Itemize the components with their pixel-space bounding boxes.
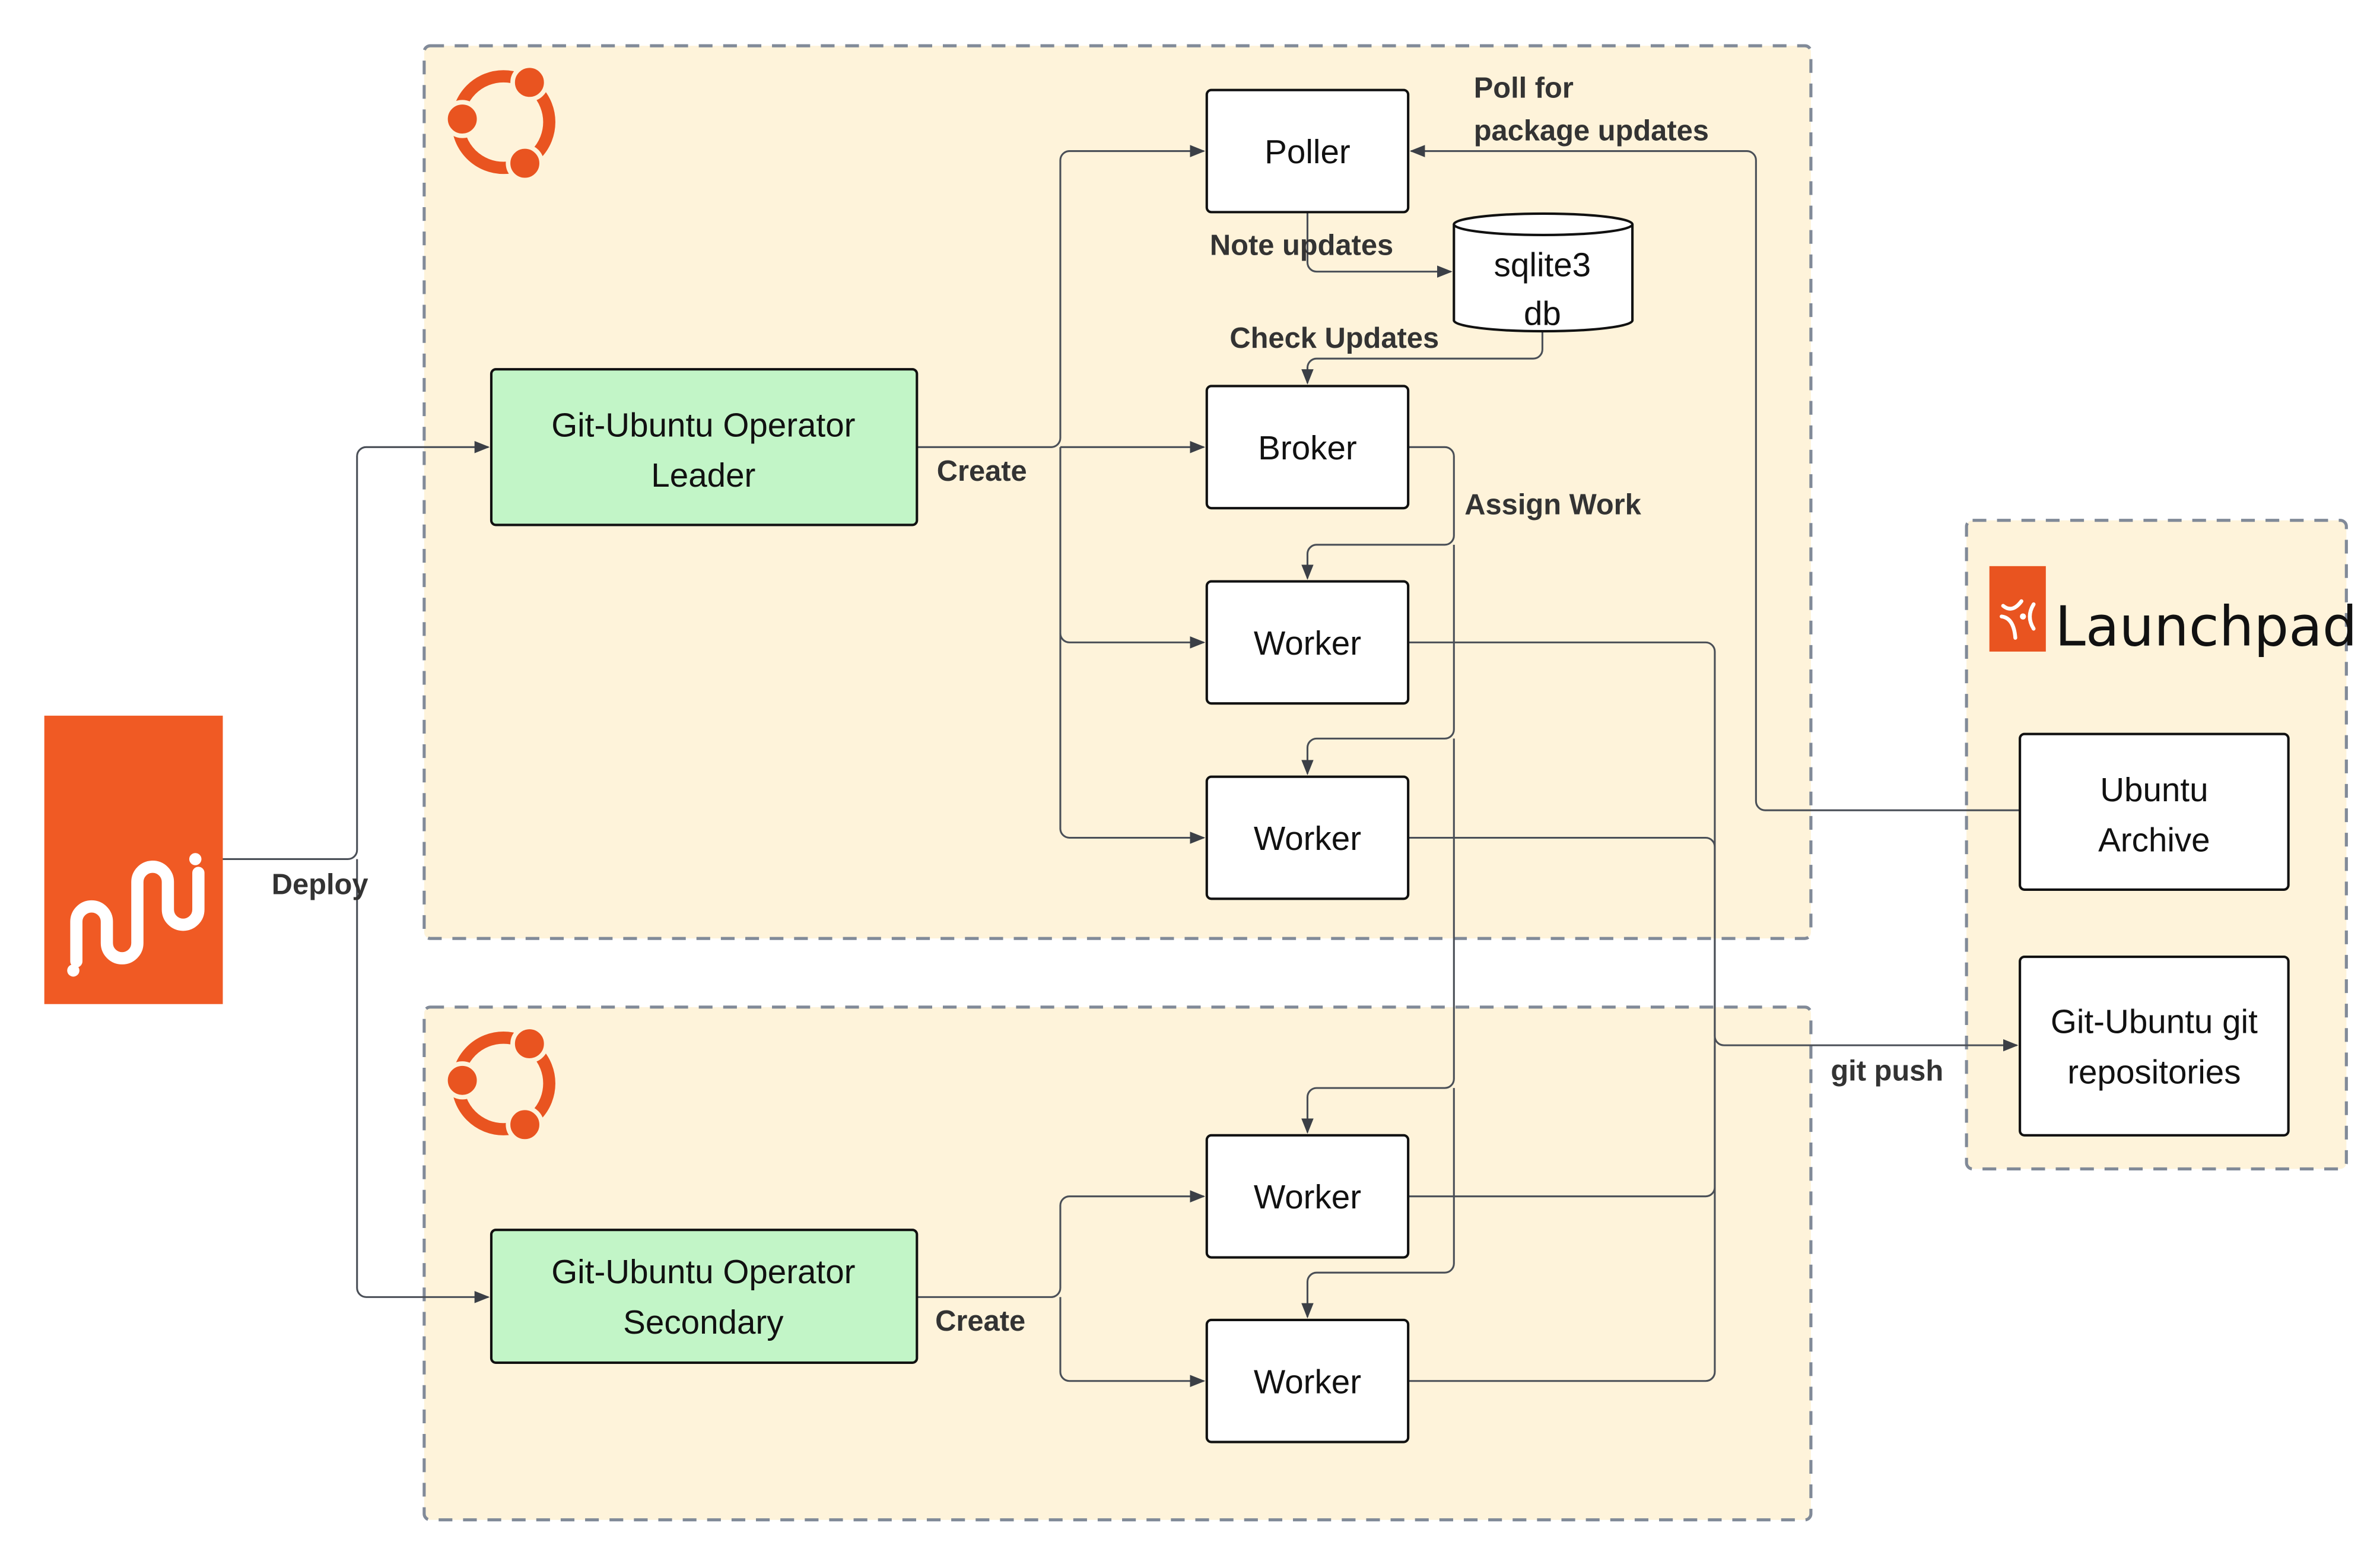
- worker-node[interactable]: Worker: [1205, 1134, 1410, 1259]
- poller-node[interactable]: Poller: [1205, 88, 1410, 214]
- poller-label: Poller: [1264, 133, 1351, 170]
- worker-label: Worker: [1254, 1363, 1361, 1400]
- archive-label-2: Archive: [2098, 821, 2210, 859]
- connectors: [223, 145, 2020, 1388]
- leader-operator-node[interactable]: Git-Ubuntu Operator Leader: [490, 368, 919, 526]
- worker-label: Worker: [1254, 624, 1361, 662]
- check-updates-label: Check Updates: [1229, 322, 1439, 354]
- ubuntu-archive-node[interactable]: Ubuntu Archive: [2019, 732, 2290, 891]
- worker-node[interactable]: Worker: [1205, 1318, 1410, 1443]
- archive-label-1: Ubuntu: [2100, 771, 2208, 808]
- repos-label-1: Git-Ubuntu git: [2051, 1003, 2258, 1040]
- assign-work-label: Assign Work: [1464, 488, 1641, 521]
- leader-line-2: Leader: [651, 456, 755, 494]
- sqlite-db-node[interactable]: sqlite3 db: [1453, 212, 1634, 333]
- git-repositories-node[interactable]: Git-Ubuntu git repositories: [2019, 955, 2290, 1137]
- worker-node[interactable]: Worker: [1205, 775, 1410, 900]
- leader-line-1: Git-Ubuntu Operator: [551, 406, 855, 443]
- ubuntu-logo-icon: [443, 63, 555, 183]
- worker-label: Worker: [1254, 820, 1361, 857]
- note-updates-label: Note updates: [1210, 229, 1393, 261]
- broker-node[interactable]: Broker: [1205, 385, 1410, 510]
- ubuntu-logo-icon: [443, 1024, 555, 1144]
- create-secondary-label: Create: [935, 1305, 1025, 1337]
- charmhub-logo-icon: [44, 715, 223, 1004]
- secondary-unit-container: [422, 1005, 1813, 1522]
- secondary-line-2: Secondary: [623, 1303, 784, 1341]
- launchpad-logo-icon: [1989, 566, 2046, 652]
- git-push-label: git push: [1831, 1055, 1943, 1087]
- broker-label: Broker: [1258, 429, 1357, 467]
- repos-label-2: repositories: [2067, 1053, 2241, 1090]
- db-label-2: db: [1524, 295, 1561, 332]
- secondary-line-1: Git-Ubuntu Operator: [551, 1253, 855, 1290]
- worker-label: Worker: [1254, 1178, 1361, 1216]
- worker-node[interactable]: Worker: [1205, 580, 1410, 705]
- create-leader-label: Create: [937, 455, 1027, 487]
- poll-label-1: Poll for: [1474, 72, 1574, 104]
- poll-label-2: package updates: [1474, 115, 1709, 147]
- deploy-label: Deploy: [272, 869, 368, 901]
- db-label-1: sqlite3: [1494, 246, 1591, 283]
- secondary-operator-node[interactable]: Git-Ubuntu Operator Secondary: [490, 1229, 919, 1364]
- launchpad-title: Launchpad: [2055, 595, 2357, 659]
